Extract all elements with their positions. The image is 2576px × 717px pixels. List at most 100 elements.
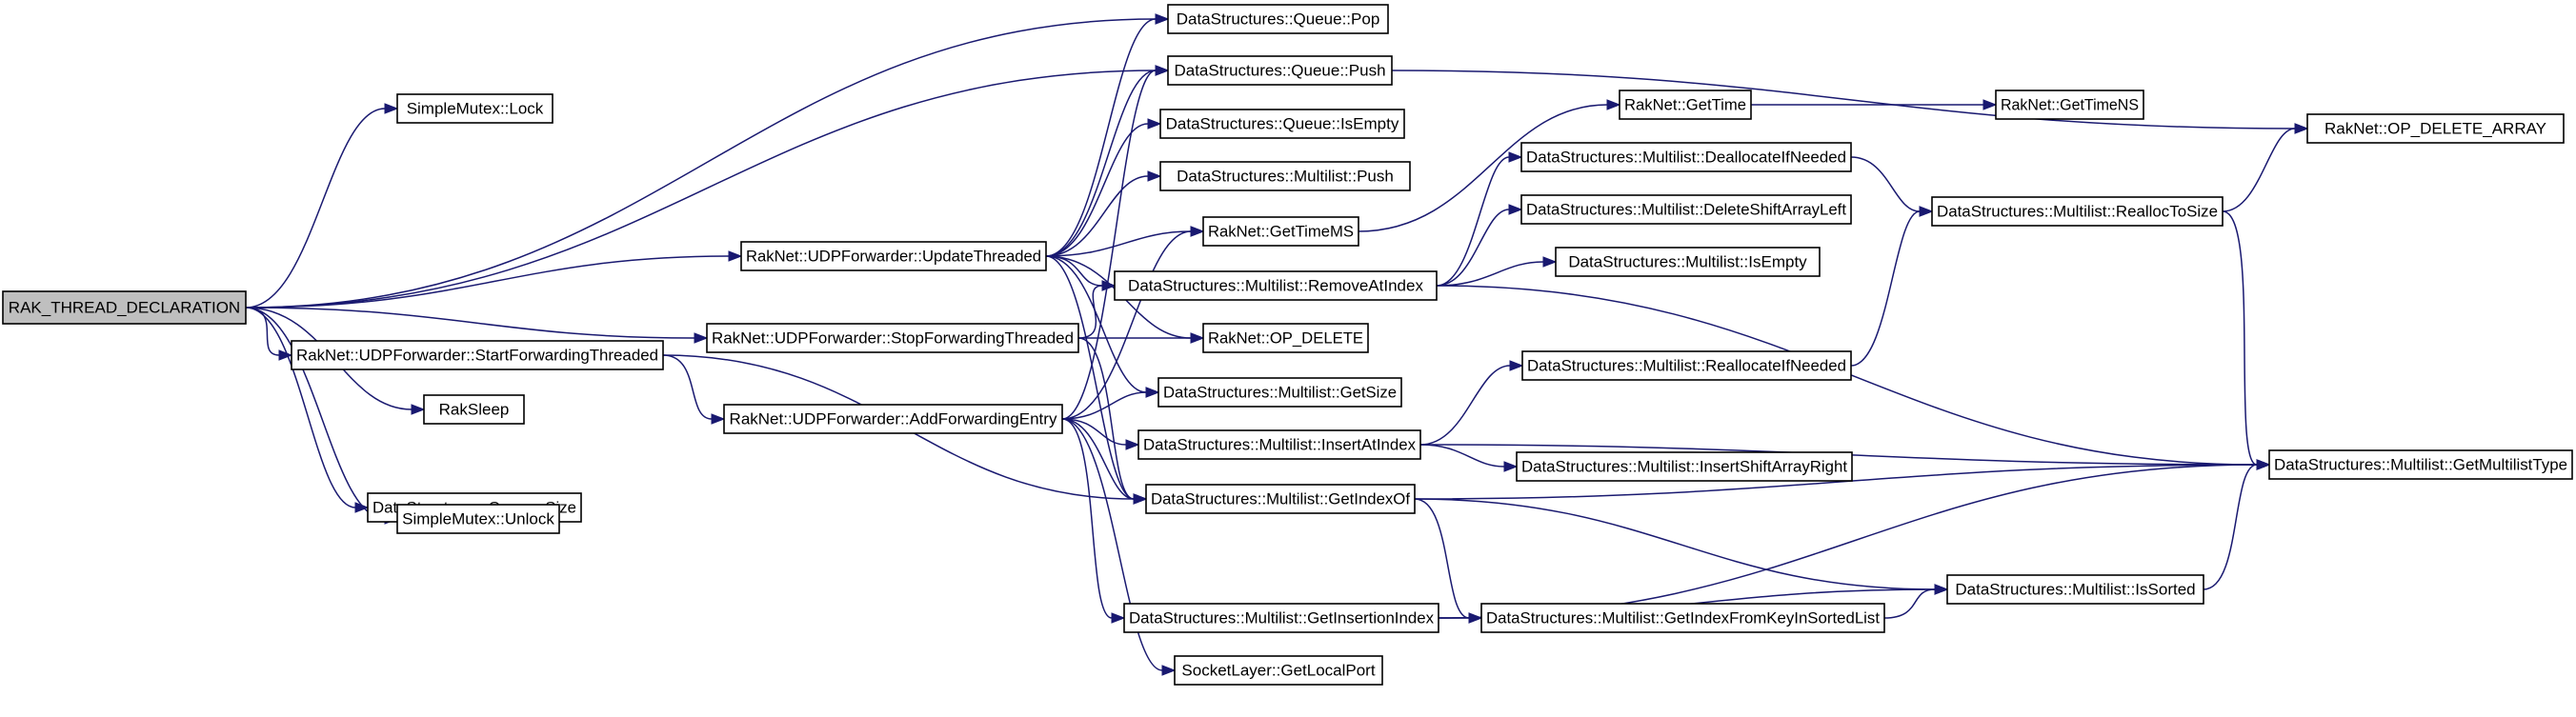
- node-box[interactable]: [1555, 247, 1821, 277]
- node-multilist_isempty[interactable]: DataStructures::Multilist::IsEmpty: [1555, 247, 1821, 277]
- node-box[interactable]: [2, 290, 247, 325]
- node-box[interactable]: [740, 241, 1047, 271]
- node-box[interactable]: [396, 93, 553, 124]
- node-multilist_issorted[interactable]: DataStructures::Multilist::IsSorted: [1946, 574, 2204, 605]
- node-box[interactable]: [1174, 655, 1383, 686]
- arrowhead-udpforwarder_addforwardingentry-to-multilist_insertatindex: [1125, 439, 1140, 450]
- node-udpforwarder_addforwardingentry[interactable]: RakNet::UDPForwarder::AddForwardingEntry: [723, 404, 1063, 434]
- node-box[interactable]: [723, 404, 1063, 434]
- node-multilist_reallocateifneeded[interactable]: DataStructures::Multilist::ReallocateIfN…: [1521, 350, 1852, 381]
- node-box[interactable]: [291, 340, 664, 370]
- edge-rak_thread_declaration-to-queue_pop: [245, 18, 1157, 309]
- node-raknet_op_delete_array[interactable]: RakNet::OP_DELETE_ARRAY: [2306, 113, 2565, 144]
- node-multilist_realloctosize[interactable]: DataStructures::Multilist::ReallocToSize: [1931, 196, 2224, 227]
- node-queue_isempty[interactable]: DataStructures::Queue::IsEmpty: [1159, 109, 1405, 139]
- node-box[interactable]: [1480, 603, 1885, 633]
- node-label: DataStructures::Multilist::ReallocToSize: [1937, 202, 2218, 220]
- edge-rak_thread_declaration-to-udpforwarder_stopforwardingthreaded: [245, 307, 695, 339]
- node-label: DataStructures::Multilist::ReallocateIfN…: [1527, 356, 1846, 374]
- arrowhead-udpforwarder_addforwardingentry-to-multilist_getsize: [1145, 387, 1160, 398]
- node-box[interactable]: [1157, 377, 1402, 408]
- node-multilist_deleteshiftarrayleft[interactable]: DataStructures::Multilist::DeleteShiftAr…: [1520, 194, 1852, 225]
- node-multilist_deallocateifneeded[interactable]: DataStructures::Multilist::DeallocateIfN…: [1520, 142, 1852, 172]
- arrowhead-udpforwarder_addforwardingentry-to-multilist_getindexof: [1133, 493, 1148, 505]
- arrowhead-udpforwarder_stopforwardingthreaded-to-multilist_removeatindex: [1101, 280, 1117, 291]
- node-box[interactable]: [1516, 451, 1853, 482]
- arrowhead-multilist_getindexfromkeyinsortedlist-to-multilist_issorted: [1934, 584, 1949, 595]
- node-label: RakNet::UDPForwarder::StartForwardingThr…: [296, 346, 658, 364]
- node-label: RakNet::UDPForwarder::UpdateThreaded: [746, 247, 1041, 265]
- node-multilist_insertshiftarrayright[interactable]: DataStructures::Multilist::InsertShiftAr…: [1516, 451, 1853, 482]
- node-multilist_getsize[interactable]: DataStructures::Multilist::GetSize: [1157, 377, 1402, 408]
- node-multilist_getindexfromkeyinsortedlist[interactable]: DataStructures::Multilist::GetIndexFromK…: [1480, 603, 1885, 633]
- node-box[interactable]: [1137, 429, 1421, 460]
- edge-raknet_gettimems-to-raknet_gettime: [1358, 104, 1608, 232]
- arrowhead-udpforwarder_updatethreaded-to-multilist_push: [1147, 170, 1162, 182]
- node-raksleep[interactable]: RakSleep: [423, 394, 525, 425]
- node-box[interactable]: [1159, 161, 1411, 191]
- node-udpforwarder_updatethreaded[interactable]: RakNet::UDPForwarder::UpdateThreaded: [740, 241, 1047, 271]
- node-box[interactable]: [1520, 194, 1852, 225]
- node-box[interactable]: [1931, 196, 2224, 227]
- arrowhead-multilist_removeatindex-to-multilist_isempty: [1542, 256, 1558, 268]
- edge-multilist_realloctosize-to-raknet_op_delete_array: [2222, 128, 2296, 212]
- node-box[interactable]: [1946, 574, 2204, 605]
- node-box[interactable]: [2268, 449, 2573, 480]
- edge-udpforwarder_stopforwardingthreaded-to-multilist_getindexof: [1077, 337, 1135, 500]
- edge-multilist_insertatindex-to-multilist_insertshiftarrayright: [1419, 444, 1505, 468]
- node-label: SimpleMutex::Unlock: [402, 509, 554, 528]
- node-box[interactable]: [706, 323, 1079, 353]
- node-udpforwarder_stopforwardingthreaded[interactable]: RakNet::UDPForwarder::StopForwardingThre…: [706, 323, 1079, 353]
- node-rak_thread_declaration[interactable]: RAK_THREAD_DECLARATION: [2, 290, 247, 325]
- node-multilist_push[interactable]: DataStructures::Multilist::Push: [1159, 161, 1411, 191]
- node-raknet_gettimens[interactable]: RakNet::GetTimeNS: [1995, 90, 2144, 120]
- node-box[interactable]: [1123, 603, 1439, 633]
- node-box[interactable]: [1167, 55, 1393, 86]
- node-box[interactable]: [423, 394, 525, 425]
- node-label: SimpleMutex::Lock: [407, 99, 544, 117]
- node-simplemutex_unlock[interactable]: SimpleMutex::Unlock: [396, 504, 560, 534]
- node-queue_push[interactable]: DataStructures::Queue::Push: [1167, 55, 1393, 86]
- edge-udpforwarder_addforwardingentry-to-multilist_getinsertionindex: [1061, 418, 1113, 619]
- edge-multilist_getindexof-to-multilist_issorted: [1414, 498, 1936, 590]
- node-label: DataStructures::Multilist::Push: [1177, 167, 1394, 185]
- node-label: DataStructures::Queue::IsEmpty: [1166, 114, 1399, 132]
- node-box[interactable]: [1145, 484, 1416, 514]
- arrowhead-multilist_issorted-to-multilist_getmultilisttype: [2256, 459, 2271, 470]
- node-multilist_getmultilisttype[interactable]: DataStructures::Multilist::GetMultilistT…: [2268, 449, 2573, 480]
- node-raknet_op_delete[interactable]: RakNet::OP_DELETE: [1202, 323, 1369, 353]
- node-label: DataStructures::Multilist::GetMultilistT…: [2274, 455, 2567, 473]
- node-socketlayer_getlocalport[interactable]: SocketLayer::GetLocalPort: [1174, 655, 1383, 686]
- node-multilist_insertatindex[interactable]: DataStructures::Multilist::InsertAtIndex: [1137, 429, 1421, 460]
- arrowhead-udpforwarder_stopforwardingthreaded-to-raknet_op_delete: [1190, 332, 1205, 344]
- node-box[interactable]: [1202, 323, 1369, 353]
- node-multilist_getindexof[interactable]: DataStructures::Multilist::GetIndexOf: [1145, 484, 1416, 514]
- node-box[interactable]: [2306, 113, 2565, 144]
- node-box[interactable]: [1202, 216, 1359, 247]
- node-box[interactable]: [396, 504, 560, 534]
- node-box[interactable]: [1520, 142, 1852, 172]
- node-raknet_gettime[interactable]: RakNet::GetTime: [1619, 90, 1752, 120]
- node-udpforwarder_startforwardingthreaded[interactable]: RakNet::UDPForwarder::StartForwardingThr…: [291, 340, 664, 370]
- node-simplemutex_lock[interactable]: SimpleMutex::Lock: [396, 93, 553, 124]
- edge-multilist_removeatindex-to-multilist_deleteshiftarrayleft: [1436, 209, 1510, 287]
- arrowhead-udpforwarder_addforwardingentry-to-socketlayer_getlocalport: [1161, 665, 1177, 676]
- edge-udpforwarder_updatethreaded-to-queue_pop: [1045, 18, 1157, 257]
- arrowhead-multilist_removeatindex-to-multilist_deleteshiftarrayleft: [1508, 204, 1523, 215]
- node-box[interactable]: [1619, 90, 1752, 120]
- node-box[interactable]: [1995, 90, 2144, 120]
- node-box[interactable]: [1167, 4, 1389, 34]
- arrowhead-rak_thread_declaration-to-udpforwarder_updatethreaded: [728, 250, 743, 262]
- node-label: DataStructures::Multilist::RemoveAtIndex: [1128, 276, 1423, 294]
- node-multilist_getinsertionindex[interactable]: DataStructures::Multilist::GetInsertionI…: [1123, 603, 1439, 633]
- arrowhead-raknet_gettimems-to-raknet_gettime: [1606, 99, 1621, 110]
- edge-multilist_getindexof-to-multilist_getmultilisttype: [1414, 464, 2258, 500]
- node-box[interactable]: [1114, 270, 1438, 301]
- node-box[interactable]: [1159, 109, 1405, 139]
- node-raknet_gettimems[interactable]: RakNet::GetTimeMS: [1202, 216, 1359, 247]
- node-multilist_removeatindex[interactable]: DataStructures::Multilist::RemoveAtIndex: [1114, 270, 1438, 301]
- arrowhead-udpforwarder_updatethreaded-to-queue_isempty: [1147, 118, 1162, 129]
- edge-udpforwarder_addforwardingentry-to-socketlayer_getlocalport: [1061, 418, 1163, 671]
- node-box[interactable]: [1521, 350, 1852, 381]
- node-queue_pop[interactable]: DataStructures::Queue::Pop: [1167, 4, 1389, 34]
